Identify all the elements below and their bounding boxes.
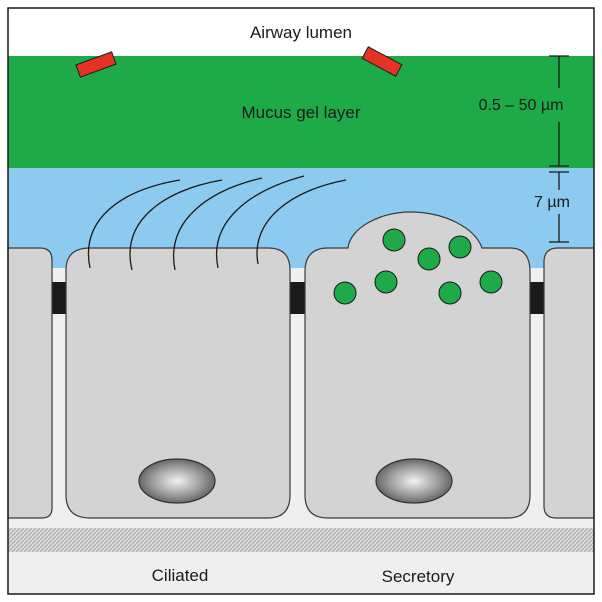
figure-border xyxy=(7,7,595,595)
cilium xyxy=(129,179,223,271)
pcl-thickness-label: 7 µm xyxy=(534,194,570,211)
ciliated-cell xyxy=(65,247,291,519)
partial-cell-right xyxy=(543,247,595,519)
secretory-granules xyxy=(333,228,503,305)
cilium xyxy=(256,179,347,265)
mucin-granule xyxy=(438,281,462,305)
mucin-granule xyxy=(448,235,472,259)
pcl-thickness-scale-bar xyxy=(549,171,569,243)
mucus-gel-layer xyxy=(8,56,594,168)
mucin-granule xyxy=(374,270,398,294)
secretory-cell-label: Secretory xyxy=(382,567,455,586)
basement-membrane xyxy=(8,528,594,552)
inhaled-particle xyxy=(75,51,117,78)
mucin-granule xyxy=(479,270,503,294)
mucin-granule xyxy=(417,247,441,271)
cilium xyxy=(172,177,263,271)
cilium xyxy=(87,179,181,269)
mucin-granule xyxy=(333,281,357,305)
inhaled-particle xyxy=(361,46,403,77)
secretory-cell xyxy=(304,211,531,519)
cilium xyxy=(215,175,305,269)
ciliated-cell-label: Ciliated xyxy=(152,566,209,585)
tight-junction-left xyxy=(50,282,70,314)
partial-cell-left xyxy=(7,247,53,519)
cilia xyxy=(87,175,347,271)
mucus-thickness-scale-bar xyxy=(549,55,569,167)
mucin-granule xyxy=(382,228,406,252)
mucus-gel-layer-label: Mucus gel layer xyxy=(241,103,360,122)
ciliated-cell-nucleus xyxy=(138,458,216,504)
airway-lumen-label: Airway lumen xyxy=(250,23,352,42)
mucus-thickness-label: 0.5 – 50 µm xyxy=(479,97,564,114)
secretory-cell-nucleus xyxy=(375,458,453,504)
airway-lumen-region xyxy=(8,8,594,56)
tight-junction-right xyxy=(528,282,548,314)
